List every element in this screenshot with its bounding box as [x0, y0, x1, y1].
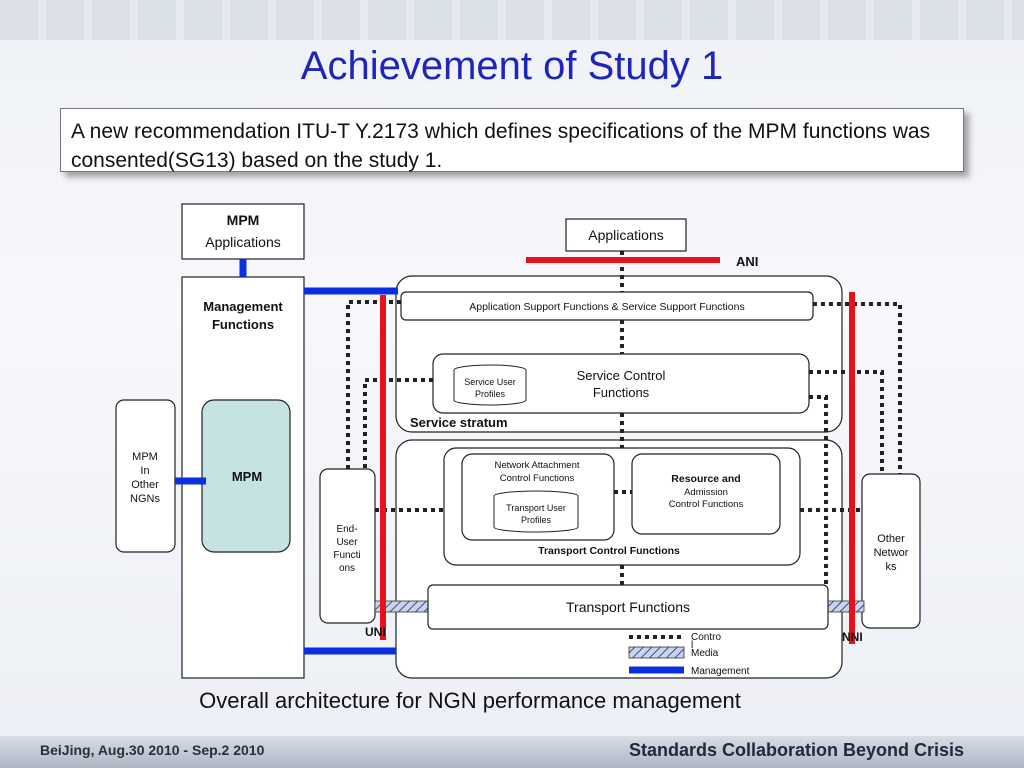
footer-slogan: Standards Collaboration Beyond Crisis [628, 740, 964, 760]
end-user-label-3: Functi [333, 550, 360, 561]
mpm-applications-label: MPM [227, 212, 260, 228]
network-attachment-label-2: Control Functions [500, 473, 575, 484]
control-right-outer [813, 302, 902, 474]
mpm-other-ngns-label-4: NGNs [130, 493, 160, 505]
control-right-mid [809, 370, 884, 474]
ani-label: ANI [736, 254, 758, 269]
mpm-other-ngns-label-3: Other [131, 479, 159, 491]
management-functions-label-2: Functions [212, 317, 274, 332]
service-control-label: Service Control [577, 368, 666, 383]
mpm-applications-box [181, 203, 305, 260]
mpm-applications-label-2: Applications [205, 234, 281, 250]
end-user-label-2: User [336, 537, 358, 548]
transport-control-label: Transport Control Functions [538, 545, 680, 557]
top-decoration [0, 0, 1024, 40]
mpm-label: MPM [232, 469, 262, 484]
service-user-profiles-label: Service User [464, 377, 516, 387]
service-control-label-2: Functions [593, 385, 650, 400]
callout-text: A new recommendation ITU-T Y.2173 which … [71, 120, 931, 172]
service-user-profiles-label-2: Profiles [475, 389, 506, 399]
applications-box [565, 218, 687, 252]
legend-control-label: Contro [691, 632, 721, 643]
legend-media-label: Media [691, 648, 719, 659]
network-attachment-label: Network Attachment [494, 460, 579, 471]
mpm-box [201, 399, 291, 553]
end-user-label-4: ons [339, 563, 355, 574]
diagram-caption: Overall architecture for NGN performance… [199, 688, 741, 713]
management-lines [175, 259, 398, 655]
nni-label: NNI [842, 630, 863, 644]
other-networks-label-2: Networ [874, 547, 909, 559]
service-stratum-label: Service stratum [410, 415, 508, 430]
management-functions-label: Management [203, 299, 283, 314]
legend-control-label-2: l [691, 640, 693, 651]
page-title: Achievement of Study 1 [300, 44, 724, 88]
transport-user-profiles-db [493, 496, 579, 533]
transport-user-profiles-label-2: Profiles [521, 515, 552, 525]
other-networks-label-3: ks [886, 561, 898, 573]
other-networks-label-1: Other [877, 533, 905, 545]
control-left-outer [346, 300, 401, 469]
media-link-right [825, 600, 865, 613]
transport-functions-box [427, 584, 829, 630]
transport-user-profiles-label: Transport User [506, 503, 566, 513]
control-right-inner [809, 395, 828, 585]
legend: Contro l Media Management [628, 632, 750, 677]
resource-admission-label: Resource and [671, 473, 740, 485]
other-networks-box [861, 473, 921, 629]
footer-bar [0, 736, 1024, 768]
uni-label: UNI [365, 625, 386, 639]
control-left-inner [363, 378, 433, 469]
interface-lines [380, 257, 855, 644]
legend-media-swatch [628, 646, 685, 659]
mpm-other-ngns-label-2: In [140, 465, 149, 477]
mpm-other-ngns-box [115, 399, 176, 553]
resource-admission-label-2: Admission [684, 487, 728, 498]
mpm-other-ngns-label-1: MPM [132, 451, 158, 463]
end-user-label-1: End- [336, 524, 357, 535]
footer-date: BeiJing, Aug.30 2010 - Sep.2 2010 [40, 742, 265, 758]
app-support-label: Application Support Functions & Service … [469, 301, 744, 313]
applications-label: Applications [588, 227, 664, 243]
callout-box: A new recommendation ITU-T Y.2173 which … [60, 108, 964, 172]
legend-management-label: Management [691, 666, 750, 677]
resource-admission-label-3: Control Functions [669, 499, 744, 510]
transport-functions-label: Transport Functions [566, 599, 690, 615]
service-user-profiles-db [453, 370, 527, 406]
